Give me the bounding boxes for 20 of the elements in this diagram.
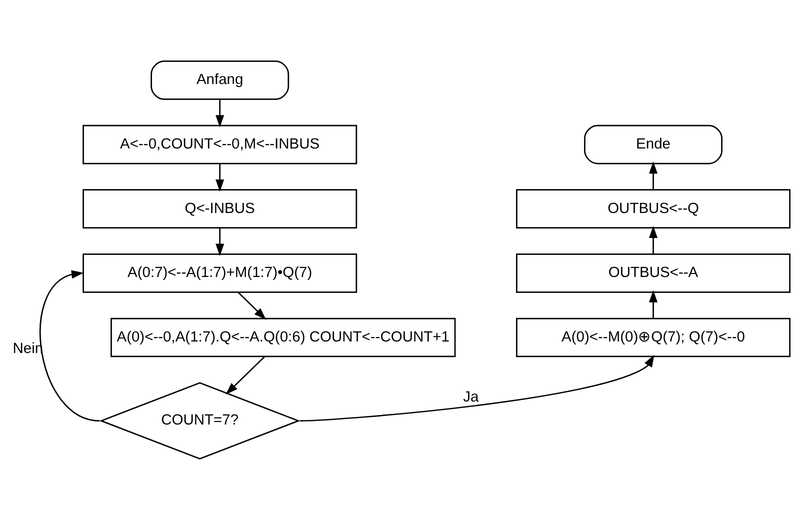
node-box: A(0:7)<--A(1:7)+M(1:7)•Q(7)	[82, 254, 358, 293]
arrow	[300, 354, 654, 422]
node-box: Anfang	[150, 60, 290, 100]
arrow	[648, 161, 658, 190]
arrow	[226, 356, 266, 395]
edge-label: Ja	[463, 389, 479, 406]
arrow	[216, 99, 224, 128]
node-box: OUTBUS<--Q	[516, 189, 791, 229]
node-box: A(0)<--M(0)⊕Q(7); Q(7)<--0	[516, 318, 791, 358]
node-box: A<--0,COUNT<--0,M<--INBUS	[82, 124, 358, 164]
node-box: Q<-INBUS	[82, 189, 358, 229]
node-box: A(0)<--0,A(1:7).Q<--A.Q(0:6) COUNT<--COUNT+1	[110, 318, 456, 358]
arrow	[648, 226, 658, 254]
node-box: OUTBUS<--A	[516, 254, 791, 293]
arrow	[238, 292, 266, 320]
arrow	[40, 270, 100, 422]
node-box: Ende	[584, 124, 722, 164]
arrow	[648, 290, 658, 319]
arrow	[216, 228, 224, 256]
arrow	[216, 164, 224, 192]
